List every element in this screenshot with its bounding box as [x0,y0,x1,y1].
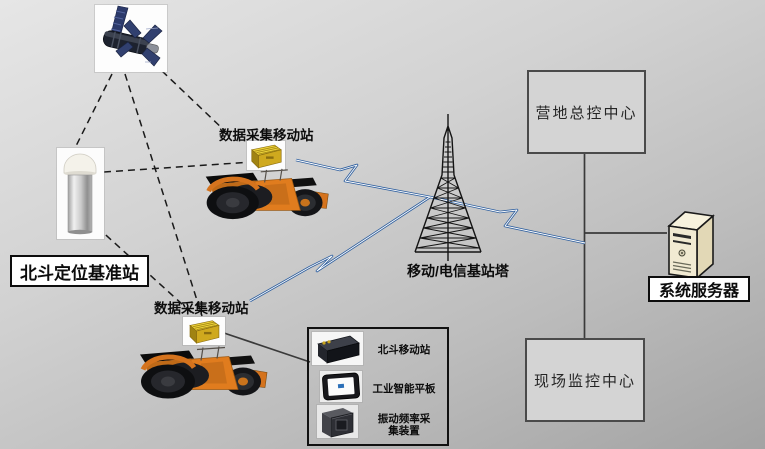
legend-item-3-label: 振动频率采集装置 [377,413,431,437]
satellite-photo [95,5,167,72]
beidou-receiver-photo [312,332,363,365]
industrial-tablet-photo [320,371,362,402]
vibration-sensor-photo [317,405,358,438]
vibration-sensor-icon [317,405,358,438]
base-station-label: 北斗定位基准站 [10,255,149,287]
camp-center-label: 营地总控中心 [535,103,638,122]
site-center-label: 现场监控中心 [533,371,636,390]
lattice-tower-graphic [414,114,482,261]
mobile-station-2-label: 数据采集移动站 [154,301,249,316]
satellite-icon [95,5,167,72]
server-label: 系统服务器 [648,276,751,302]
tower-label: 移动/电信基站塔 [407,263,509,279]
road-roller-1 [204,166,331,222]
wireless-links-core [249,159,586,302]
legend-item-1-label: 北斗移动站 [377,344,431,356]
mobile-station-1-label: 数据采集移动站 [219,128,314,143]
device-case-photo-2 [183,317,225,345]
beidou-receiver-icon [312,332,363,365]
gnss-antenna-icon [57,148,104,239]
tower-server-graphic [661,202,725,279]
device-case-photo-1 [247,141,285,170]
legend-item-2-label: 工业智能平板 [372,383,436,395]
legend-box [307,327,449,446]
camp-center-box: 营地总控中心 [527,70,646,154]
road-roller-2 [139,343,269,402]
device-case-icon [183,317,225,345]
site-center-box: 现场监控中心 [525,338,645,422]
gnss-antenna-photo [57,148,104,239]
industrial-tablet-icon [320,371,362,402]
